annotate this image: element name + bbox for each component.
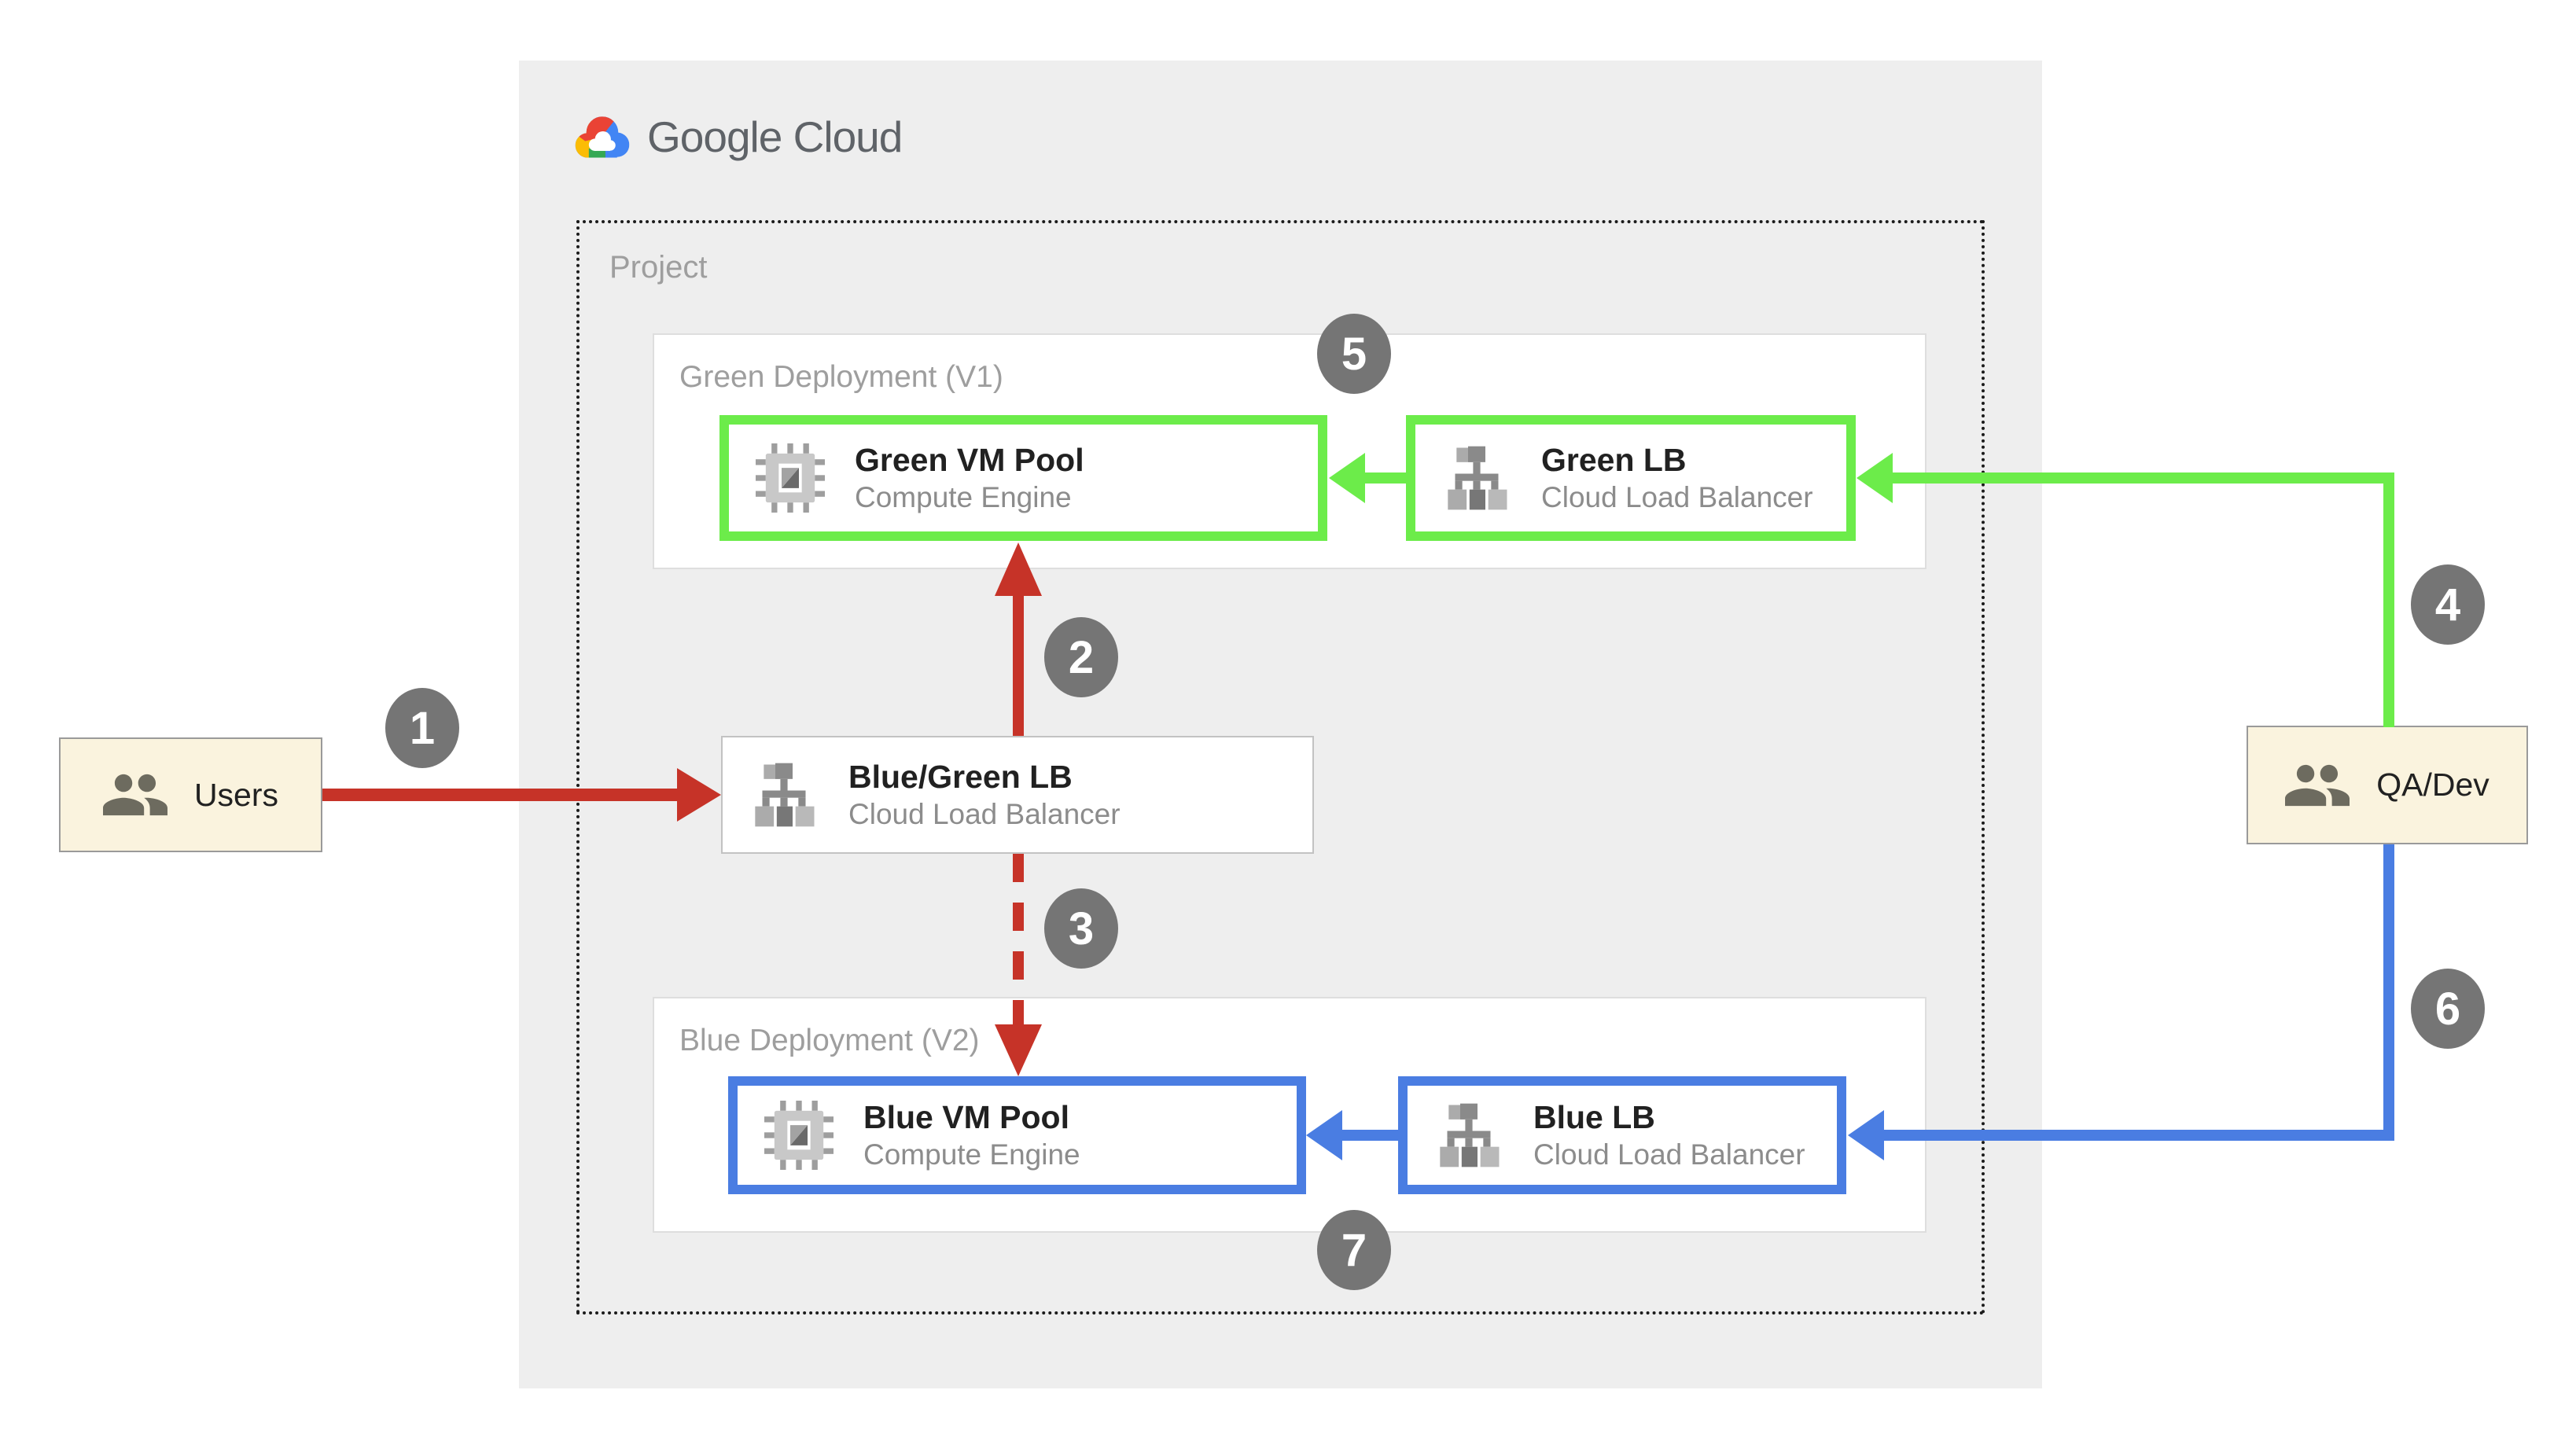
project-label: Project [609, 250, 708, 285]
qa-dev-icon [2285, 764, 2350, 806]
node-subtitle: Cloud Load Balancer [1541, 480, 1813, 513]
node-blue-vm-pool: Blue VM Pool Compute Engine [728, 1076, 1306, 1194]
load-balancer-icon [1442, 443, 1511, 513]
node-title: Green LB [1541, 441, 1687, 478]
arrow-qadev-to-blue-lb-horizontal [1884, 1130, 2394, 1141]
google-cloud-logo-text: Google Cloud [647, 112, 903, 161]
arrowhead-blue-lb-to-blue-vm [1306, 1110, 1342, 1160]
node-title: Blue/Green LB [848, 758, 1073, 795]
step-badge-2: 2 [1044, 617, 1118, 697]
users-icon [102, 774, 167, 816]
step-badge-1: 1 [385, 688, 459, 768]
arrowhead-qadev-to-green-lb [1857, 453, 1893, 503]
node-title: Blue LB [1533, 1098, 1655, 1135]
arrow-bluegreen-lb-to-green-vm [1013, 593, 1024, 736]
arrowhead-users-to-bluegreen-lb [677, 768, 721, 822]
node-blue-lb: Blue LB Cloud Load Balancer [1398, 1076, 1846, 1194]
node-subtitle: Cloud Load Balancer [848, 797, 1121, 830]
dashed-arrow-bluegreen-lb-to-blue-vm [1013, 854, 1024, 1028]
arrow-users-to-bluegreen-lb [322, 789, 681, 801]
compute-engine-icon [764, 1101, 834, 1170]
blue-deployment-label: Blue Deployment (V2) [679, 1024, 980, 1057]
step-badge-5: 5 [1317, 314, 1391, 394]
arrow-blue-lb-to-blue-vm [1342, 1130, 1398, 1141]
arrowhead-bluegreen-lb-to-blue-vm [995, 1024, 1042, 1076]
green-deployment-label: Green Deployment (V1) [679, 360, 1003, 394]
arrowhead-bluegreen-lb-to-green-vm [995, 542, 1042, 596]
arrow-green-lb-to-green-vm [1365, 472, 1406, 484]
actor-label: Users [193, 776, 279, 813]
arrow-qadev-to-green-lb-horizontal [1893, 472, 2394, 484]
step-badge-3: 3 [1044, 888, 1118, 969]
compute-engine-icon [756, 443, 825, 513]
node-text: Blue VM Pool Compute Engine [863, 1098, 1080, 1171]
node-text: Blue/Green LB Cloud Load Balancer [848, 758, 1121, 830]
step-badge-4: 4 [2411, 564, 2485, 645]
node-text: Green VM Pool Compute Engine [855, 443, 1084, 513]
node-title: Green VM Pool [855, 441, 1084, 478]
node-subtitle: Compute Engine [855, 480, 1072, 513]
arrowhead-green-lb-to-green-vm [1329, 453, 1365, 503]
google-cloud-logo: Google Cloud [572, 109, 903, 164]
load-balancer-icon [1434, 1101, 1503, 1170]
node-green-lb: Green LB Cloud Load Balancer [1406, 415, 1856, 541]
node-subtitle: Compute Engine [863, 1138, 1080, 1171]
actor-qadev: QA/Dev [2247, 726, 2528, 844]
node-subtitle: Cloud Load Balancer [1533, 1138, 1805, 1171]
arrowhead-qadev-to-blue-lb [1848, 1110, 1884, 1160]
node-title: Blue VM Pool [863, 1098, 1069, 1135]
node-bluegreen-lb: Blue/Green LB Cloud Load Balancer [721, 736, 1314, 854]
actor-label: QA/Dev [2376, 767, 2490, 803]
arrow-qadev-to-blue-lb-vertical [2383, 844, 2394, 1141]
node-green-vm-pool: Green VM Pool Compute Engine [719, 415, 1327, 541]
node-text: Blue LB Cloud Load Balancer [1533, 1098, 1805, 1171]
load-balancer-icon [749, 760, 819, 829]
actor-users: Users [59, 737, 322, 852]
project-boundary [576, 220, 1985, 1314]
node-text: Green LB Cloud Load Balancer [1541, 443, 1813, 513]
google-cloud-logo-icon [575, 116, 630, 158]
step-badge-6: 6 [2411, 969, 2485, 1049]
step-badge-7: 7 [1317, 1210, 1391, 1290]
arrow-qadev-to-green-lb-vertical [2383, 472, 2394, 727]
